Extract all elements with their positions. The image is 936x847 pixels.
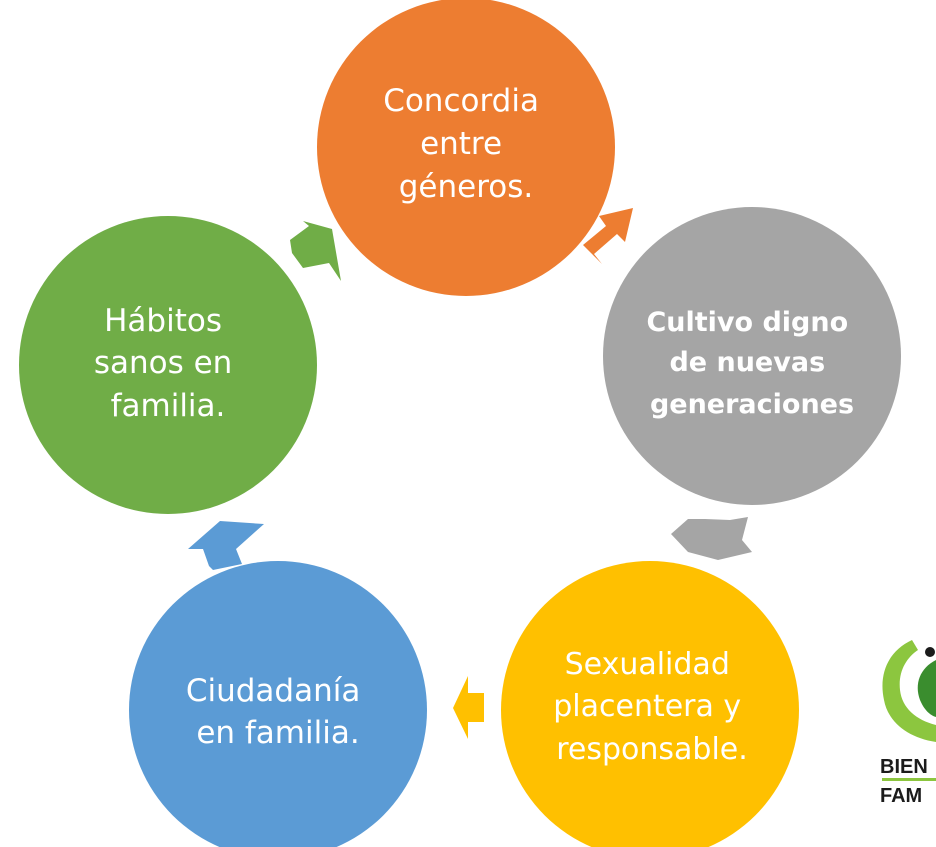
svg-text:Sexualidad placentera y: Sexualidad placentera y responsable.: [553, 647, 751, 767]
logo-text-line-2: FAM: [880, 785, 922, 807]
arrow-concordia-to-cultivo: [583, 208, 633, 264]
node-cultivo-line-2: de nuevas: [669, 347, 825, 378]
node-habitos-line-2: sanos en: [94, 345, 233, 381]
node-cultivo-line-1: Cultivo digno: [646, 307, 848, 338]
node-concordia-line-1: Concordia: [383, 83, 539, 119]
logo: BIEN FAM: [880, 640, 936, 807]
node-concordia-line-2: entre: [420, 126, 502, 162]
node-ciudadania-circle: [129, 561, 427, 847]
node-cultivo: Cultivo digno de nuevas generaciones: [603, 207, 901, 505]
node-sexualidad-circle: [501, 561, 799, 847]
svg-text:Cultivo digno de nuevas: Cultivo digno de nuevas generaciones: [646, 307, 857, 420]
node-sexualidad-line-2: placentera y: [553, 689, 741, 724]
logo-leaf-icon: [882, 640, 936, 742]
node-habitos: Hábitos sanos en familia.: [19, 216, 317, 514]
logo-hand-icon: [917, 660, 936, 717]
node-sexualidad-line-3: responsable.: [556, 732, 748, 767]
arrow-sexualidad-to-ciudadania: [453, 676, 484, 739]
logo-figure-icon: [925, 647, 935, 657]
arrow-cultivo-to-sexualidad: [671, 517, 752, 560]
node-habitos-line-1: Hábitos: [104, 303, 222, 339]
node-concordia-circle: [317, 0, 615, 296]
svg-text:Ciudadanía en familia.: Ciudadanía en familia.: [186, 673, 370, 751]
arrow-ciudadania-to-habitos: [188, 521, 264, 570]
node-cultivo-line-3: generaciones: [650, 389, 854, 420]
node-sexualidad: Sexualidad placentera y responsable.: [501, 561, 799, 847]
svg-text:Concordia entre gé: Concordia entre géneros.: [383, 83, 549, 205]
logo-divider: [882, 778, 936, 781]
node-concordia-line-3: géneros.: [399, 169, 534, 205]
node-sexualidad-line-1: Sexualidad: [565, 647, 730, 682]
logo-text-line-1: BIEN: [880, 756, 928, 778]
node-concordia: Concordia entre géneros.: [317, 0, 615, 296]
node-ciudadania-line-2: en familia.: [196, 715, 359, 751]
svg-text:Hábitos sanos en f: Hábitos sanos en familia.: [94, 303, 242, 424]
node-ciudadania: Ciudadanía en familia.: [129, 561, 427, 847]
cycle-arrows: [188, 208, 752, 739]
node-ciudadania-line-1: Ciudadanía: [186, 673, 361, 709]
node-cultivo-circle: [603, 207, 901, 505]
arrow-habitos-to-concordia: [290, 221, 341, 281]
node-habitos-circle: [19, 216, 317, 514]
node-habitos-line-3: familia.: [111, 388, 226, 424]
